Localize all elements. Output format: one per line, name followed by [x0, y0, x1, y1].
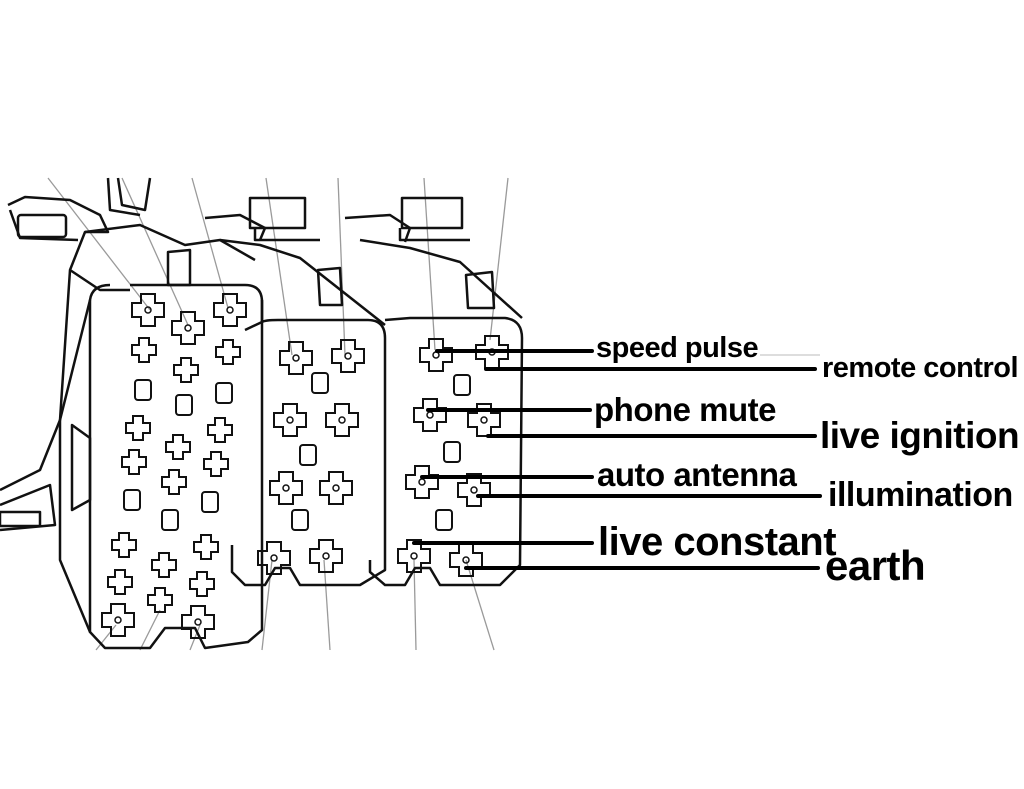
- connector-right-pins: [397, 335, 509, 577]
- label-speed-pulse: speed pulse: [596, 332, 759, 364]
- label-remote-control: remote control: [822, 352, 1019, 384]
- connector-middle-pins: [257, 339, 365, 575]
- label-earth: earth: [825, 542, 926, 589]
- connector-right: [344, 196, 524, 587]
- leader-lines: [412, 349, 822, 570]
- label-phone-mute: phone mute: [594, 391, 777, 428]
- connector-middle: [204, 196, 387, 587]
- label-illumination: illumination: [828, 476, 1013, 514]
- label-live-ignition: live ignition: [820, 415, 1020, 456]
- label-live-constant: live constant: [598, 520, 837, 564]
- label-auto-antenna: auto antenna: [597, 456, 797, 493]
- connector-left-pins: [101, 293, 247, 639]
- connector-left: [0, 177, 264, 650]
